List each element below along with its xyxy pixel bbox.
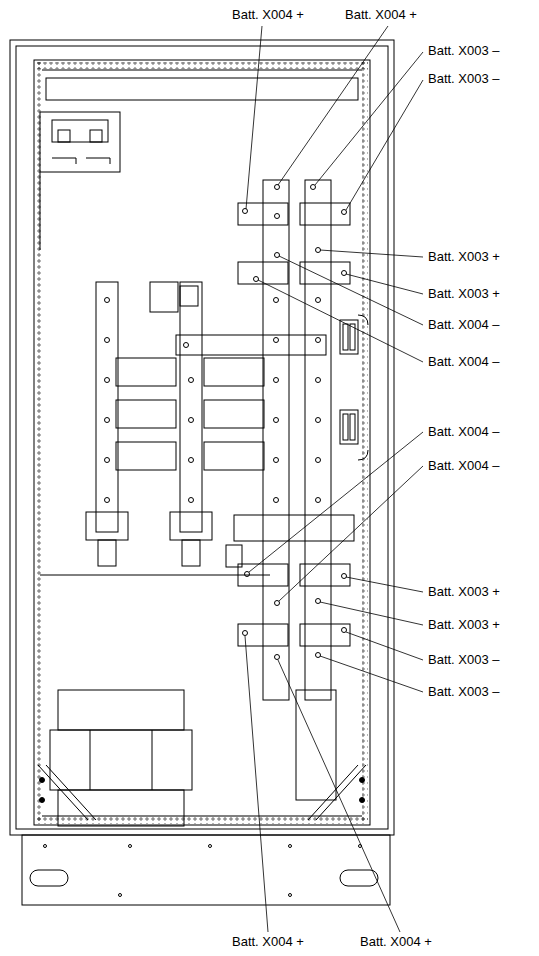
terminal-callout: Batt. X004 – <box>428 458 500 474</box>
terminal-callout: Batt. X004 + <box>345 7 417 23</box>
terminal-callout: Batt. X004 – <box>428 424 500 440</box>
terminal-callout: Batt. X004 + <box>360 934 432 950</box>
terminal-callout: Batt. X003 – <box>428 43 500 59</box>
terminal-callout: Batt. X003 + <box>428 249 500 265</box>
terminal-callout: Batt. X003 + <box>428 617 500 633</box>
terminal-callout: Batt. X004 + <box>232 7 304 23</box>
terminal-callout: Batt. X003 – <box>428 684 500 700</box>
terminal-callout: Batt. X004 – <box>428 354 500 370</box>
terminal-callout: Batt. X003 – <box>428 652 500 668</box>
terminal-callout: Batt. X004 + <box>232 934 304 950</box>
terminal-callout: Batt. X003 + <box>428 286 500 302</box>
terminal-callout: Batt. X003 + <box>428 584 500 600</box>
terminal-callout: Batt. X003 – <box>428 71 500 87</box>
terminal-callout: Batt. X004 – <box>428 317 500 333</box>
